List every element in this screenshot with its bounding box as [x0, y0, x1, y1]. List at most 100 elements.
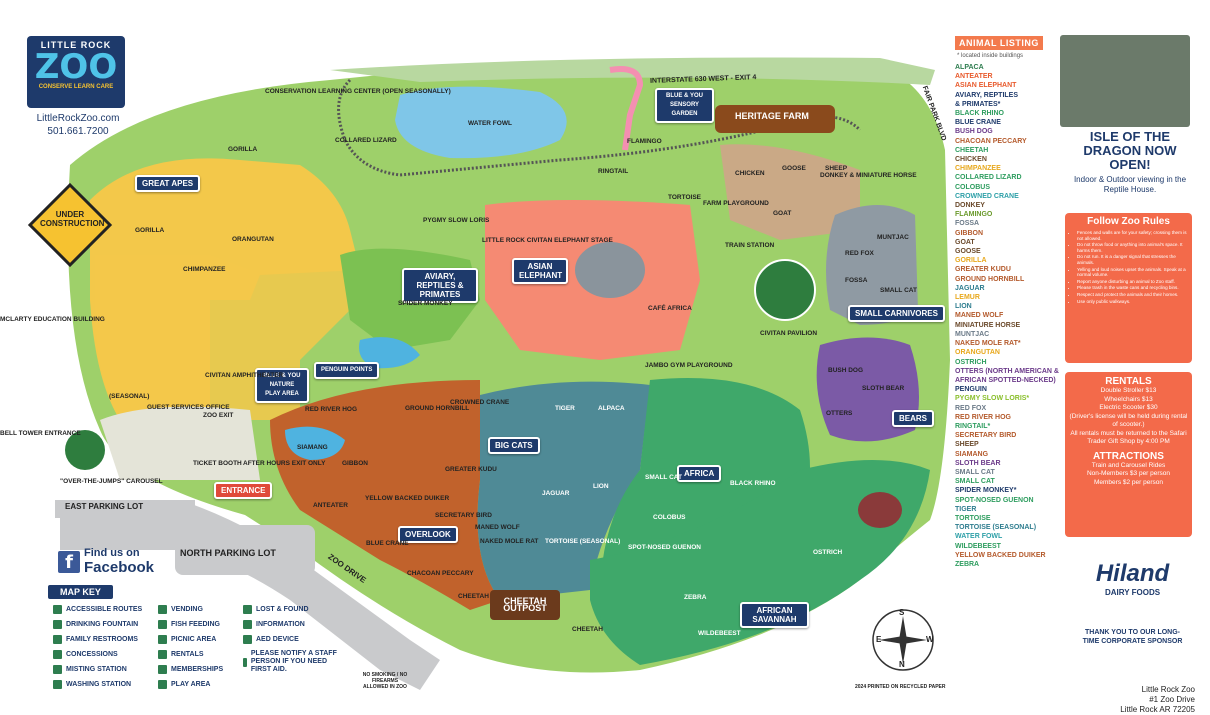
african-savannah-badge[interactable]: AFRICAN SAVANNAH — [740, 602, 809, 628]
logo-top-text: LITTLE ROCK — [40, 40, 112, 50]
bell-tower-label: BELL TOWER ENTRANCE — [0, 430, 81, 437]
jambo-gym-label: JAMBO GYM PLAYGROUND — [645, 362, 733, 369]
website-link[interactable]: LittleRockZoo.com — [36, 113, 120, 124]
animal-list-item: CROWNED CRANE — [955, 192, 1019, 200]
animal-listing-note: * located inside buildings — [957, 53, 1024, 59]
attraction-line: Non-Members $3 per person — [1086, 470, 1171, 477]
animal-list-item: SHEEP — [955, 441, 979, 449]
recycled-note: 2024 PRINTED ON RECYCLED PAPER — [855, 684, 946, 690]
gorilla-1-label: GORILLA — [228, 146, 258, 153]
elephant-figure — [575, 242, 645, 298]
map-key-label: PLAY AREA — [171, 681, 211, 688]
animal-list-item: BUSH DOG — [955, 128, 993, 136]
north-parking-label: NORTH PARKING LOT — [180, 548, 276, 558]
sloth-bear-label: SLOTH BEAR — [862, 385, 905, 392]
rule-item: Do not run. It is a danger signal that s… — [1077, 254, 1188, 265]
animal-list-item: LEMUR — [955, 294, 980, 302]
rental-line: (Driver's license will be held during re… — [1069, 412, 1188, 429]
sponsor-brand: Hiland — [1095, 560, 1170, 587]
sponsor-sub: DAIRY FOODS — [1104, 588, 1161, 597]
rental-line: Electric Scooter $30 — [1099, 404, 1158, 411]
small-carnivores-badge[interactable]: SMALL CARNIVORES — [848, 305, 945, 322]
otters-label: OTTERS — [826, 410, 853, 417]
compass-s: S — [899, 608, 905, 617]
animal-list-item: SMALL CAT — [955, 478, 995, 486]
spider-monkey-label: SPIDER MONKEY — [398, 300, 453, 307]
mclarty-label: McLARTY EDUCATION BUILDING — [0, 316, 105, 323]
cafe-africa-label: CAFÉ AFRICA — [648, 305, 692, 312]
entrance-badge[interactable]: ENTRANCE — [214, 482, 273, 499]
anteater-label: ANTEATER — [313, 502, 348, 509]
map-key-icon — [243, 605, 252, 614]
red-river-hog-label: RED RIVER HOG — [305, 406, 358, 413]
goat-label: GOAT — [773, 210, 792, 217]
animal-list-item: WILDEBEEST — [955, 542, 1001, 550]
carousel-label: "OVER-THE-JUMPS" CAROUSEL — [60, 478, 163, 485]
great-apes-badge[interactable]: GREAT APES — [135, 175, 201, 192]
african-savannah-area — [590, 460, 930, 665]
carousel — [65, 430, 105, 470]
overlook-badge[interactable]: OVERLOOK — [398, 526, 458, 543]
amphitheater-label: CIVITAN AMPHITHEATER — [205, 372, 284, 379]
penguin-points-badge[interactable]: PENGUIN POINTS — [314, 362, 380, 379]
bears-badge[interactable]: BEARS — [892, 410, 935, 427]
naked-mole-rat-label: NAKED MOLE RAT — [480, 538, 539, 545]
crowned-crane-label: CROWNED CRANE — [450, 399, 510, 406]
siamang-pool — [285, 426, 345, 460]
gorilla-2-label: GORILLA — [135, 227, 165, 234]
aviary-badge[interactable]: AVIARY, REPTILES & PRIMATES — [402, 268, 478, 303]
map-key-icon — [53, 680, 62, 689]
small-cat-top-label: SMALL CAT — [880, 287, 917, 294]
map-key-item: AED DEVICE — [243, 635, 299, 644]
under-construction-sign — [27, 182, 113, 268]
map-key-icon — [53, 650, 62, 659]
penguin-pool — [359, 337, 420, 369]
map-key-item: INFORMATION — [243, 620, 305, 629]
conservation-center-label: CONSERVATION LEARNING CENTER (OPEN SEASO… — [265, 88, 451, 95]
flamingo-figure — [609, 66, 644, 151]
sensory-garden-badge[interactable]: BLUE & YOU SENSORY GARDEN — [655, 88, 714, 123]
zoo-logo[interactable]: LITTLE ROCK ZOO CONSERVE LEARN CARE — [27, 36, 125, 108]
map-key-item: LOST & FOUND — [243, 605, 309, 614]
gibbon-label: GIBBON — [342, 460, 368, 467]
animal-listing-title: ANIMAL LISTING — [955, 36, 1043, 50]
farm-playground-label: FARM PLAYGROUND — [703, 200, 769, 207]
small-cat-bottom-label: SMALL CAT — [645, 474, 682, 481]
hiland-logo[interactable]: Hiland DAIRY FOODS — [1080, 560, 1185, 620]
africa-badge[interactable]: AFRICA — [677, 465, 722, 482]
chacoan-peccary-label: CHACOAN PECCARY — [407, 570, 474, 577]
map-key-label: CONCESSIONS — [66, 651, 118, 658]
blue-you-nature-badge[interactable]: BLUE & YOU NATURE PLAY AREA — [255, 368, 309, 403]
map-key-item: DRINKING FOUNTAIN — [53, 620, 138, 629]
heritage-farm-sign — [715, 105, 835, 133]
attraction-line: Train and Carousel Rides — [1091, 461, 1166, 469]
facebook-callout[interactable]: f Find us on Facebook — [58, 547, 154, 576]
map-key-item: MEMBERSHIPS — [158, 665, 223, 674]
map-key-label: FAMILY RESTROOMS — [66, 636, 138, 643]
animal-list-item: CHEETAH — [955, 146, 989, 154]
animal-list-item: YELLOW BACKED DUIKER — [955, 551, 1046, 559]
lion-label: LION — [593, 483, 609, 490]
map-key-label: PICNIC AREA — [171, 636, 217, 643]
map-key-label: INFORMATION — [256, 621, 305, 628]
logo-tagline: CONSERVE LEARN CARE — [38, 84, 114, 90]
cheetah-2-label: CHEETAH — [572, 626, 603, 633]
compass-w: W — [926, 635, 934, 644]
big-cats-badge[interactable]: BIG CATS — [488, 437, 540, 454]
animal-list-item: PENGUIN — [955, 386, 987, 394]
rental-line: All rentals must be returned to the Safa… — [1070, 429, 1187, 446]
compass-e: E — [876, 635, 882, 644]
map-key-icon — [243, 657, 247, 667]
animal-list-item: OTTERS (NORTH AMERICAN & — [955, 367, 1059, 375]
dragon-photo — [1060, 35, 1190, 127]
map-key-icon — [53, 635, 62, 644]
ostrich-label: OSTRICH — [813, 549, 843, 556]
animal-list-item: SPOT-NOSED GUENON — [955, 496, 1034, 504]
rule-item: Please trash in the waste cans and recyc… — [1077, 285, 1188, 291]
zebra-label: ZEBRA — [684, 594, 707, 601]
animal-list-item: GOOSE — [955, 248, 981, 256]
fossa-label: FOSSA — [845, 277, 868, 284]
asian-elephant-badge[interactable]: ASIAN ELEPHANT — [512, 258, 568, 284]
orangutan-label: ORANGUTAN — [232, 236, 274, 243]
address-line-2: #1 Zoo Drive — [1149, 695, 1195, 704]
